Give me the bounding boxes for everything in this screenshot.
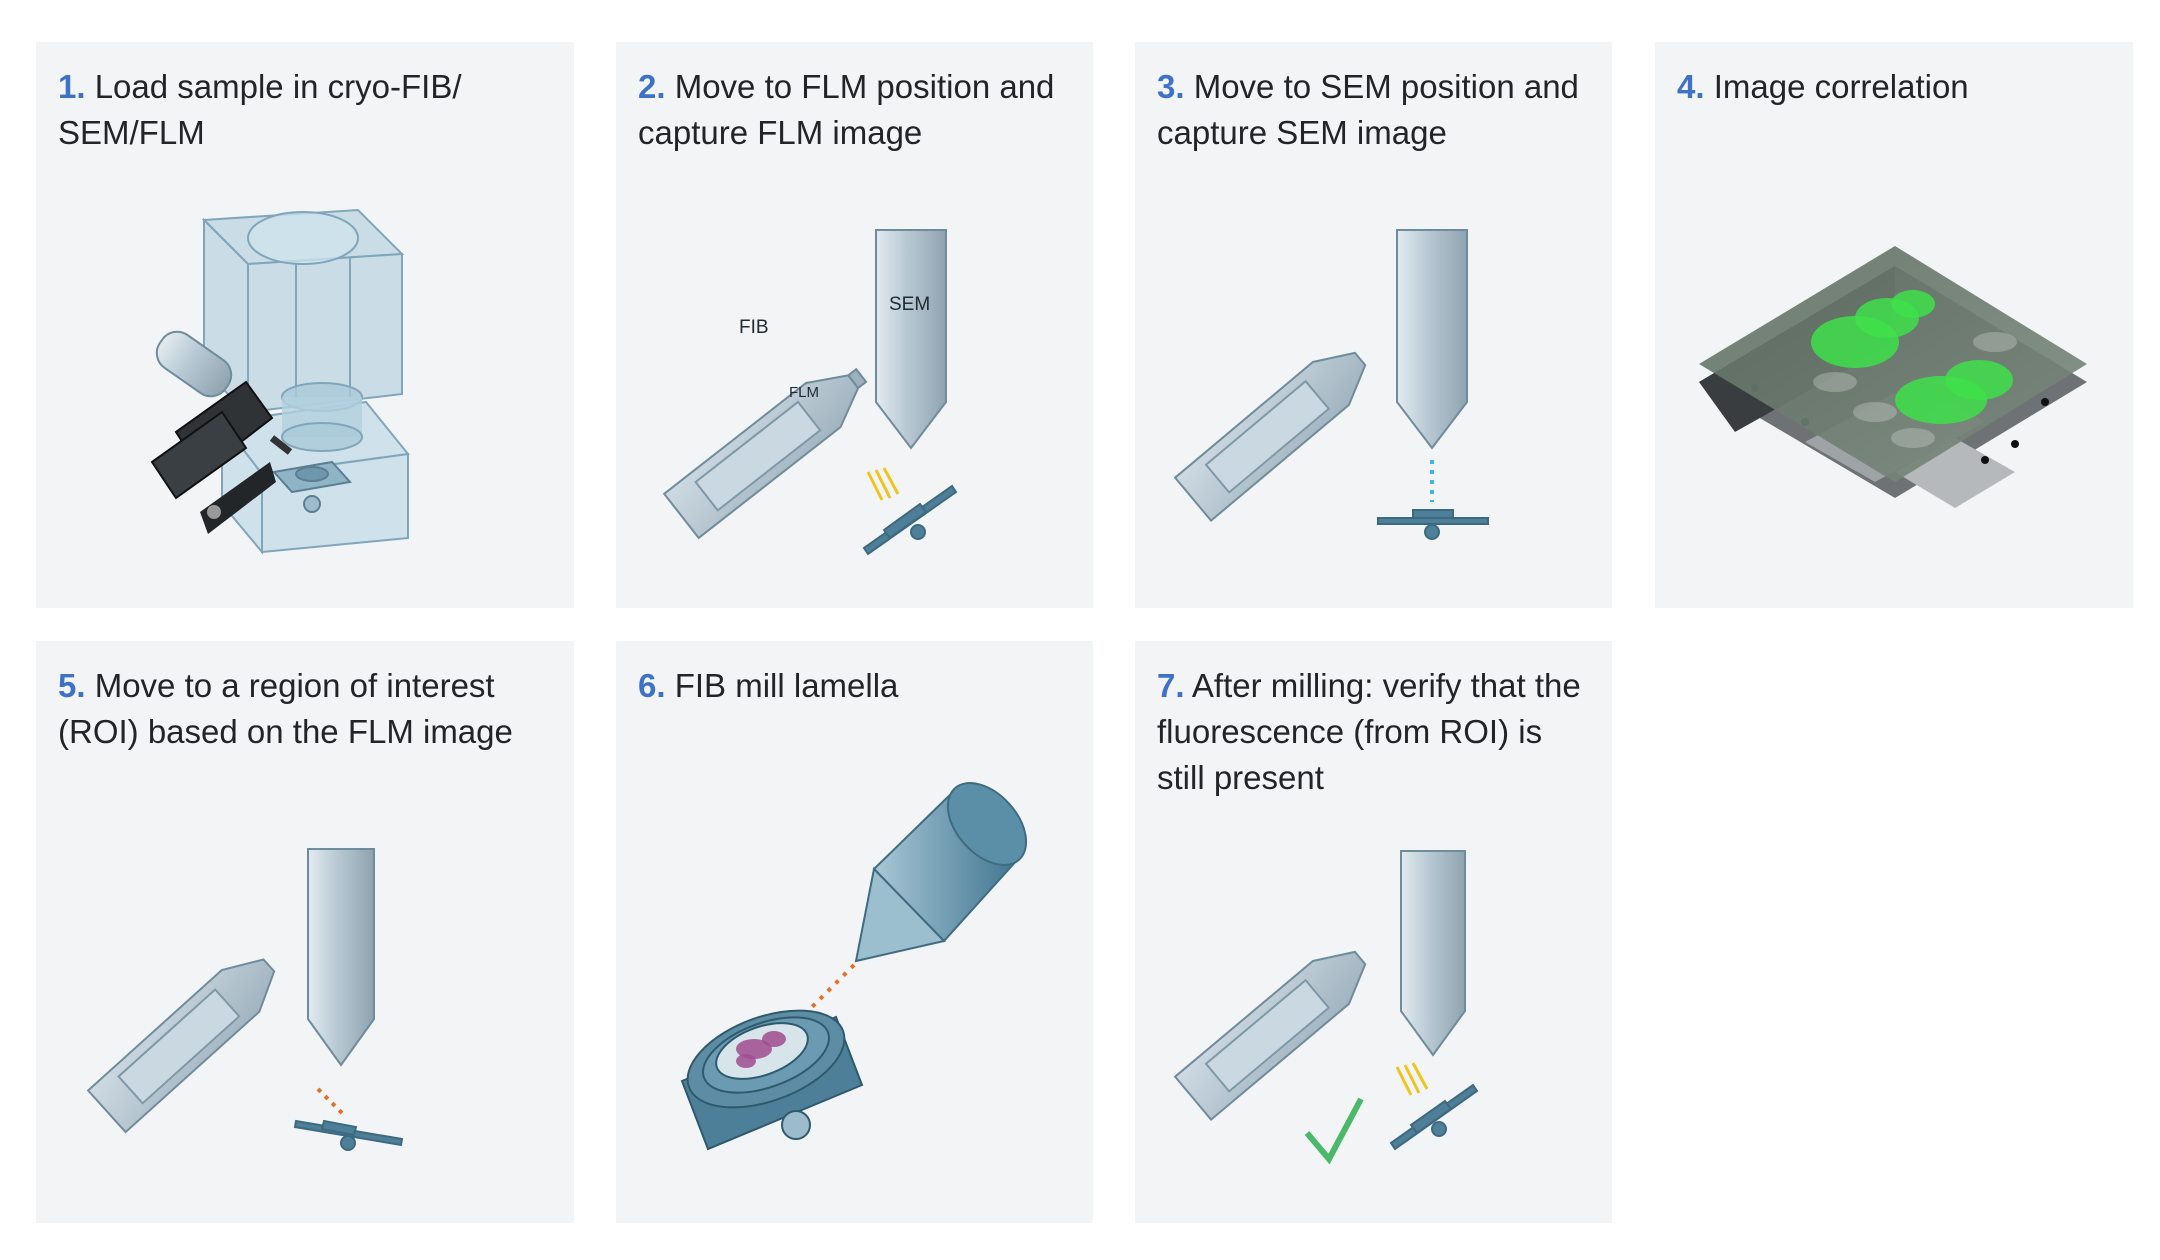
step-text: Load sample in cryo-FIB/ SEM/FLM [58, 68, 462, 151]
step-1-panel: 1. Load sample in cryo-FIB/ SEM/FLM [36, 42, 574, 608]
step-text: FIB mill lamella [674, 667, 899, 704]
step-3-panel: 3. Move to SEM position and capture SEM … [1135, 42, 1612, 608]
step-6-panel: 6. FIB mill lamella [616, 641, 1093, 1223]
verify-check-icon [1173, 850, 1479, 1165]
fib-label: FIB [739, 317, 769, 338]
step-7-panel: 7. After milling: verify that the fluore… [1135, 641, 1612, 1223]
step-4-title: 4. Image correlation [1677, 64, 2115, 110]
step-5-title: 5. Move to a region of interest (ROI) ba… [58, 663, 556, 755]
sem-label: SEM [889, 294, 930, 315]
step-text: Image correlation [1713, 68, 1969, 105]
step-number: 7. [1157, 667, 1185, 704]
fib-milling-icon [680, 782, 1028, 1151]
step-4-panel: 4. Image correlation [1655, 42, 2133, 608]
step-number: 6. [638, 667, 666, 704]
step-text: Move to FLM position and capture FLM ima… [638, 68, 1055, 151]
step-6-title: 6. FIB mill lamella [638, 663, 1075, 709]
flm-label: FLM [789, 384, 819, 401]
step-5-panel: 5. Move to a region of interest (ROI) ba… [36, 641, 574, 1223]
image-overlay-icon [1699, 246, 2087, 508]
step-number: 1. [58, 68, 86, 105]
step-2-title: 2. Move to FLM position and capture FLM … [638, 64, 1075, 156]
sem-capture-icon [1173, 229, 1489, 540]
step-number: 5. [58, 667, 86, 704]
step-7-title: 7. After milling: verify that the fluore… [1157, 663, 1594, 801]
step-2-panel: 2. Move to FLM position and capture FLM … [616, 42, 1093, 608]
roi-navigation-icon [86, 848, 404, 1151]
check-mark-icon [1304, 1097, 1364, 1165]
step-3-title: 3. Move to SEM position and capture SEM … [1157, 64, 1594, 156]
step-text: Move to a region of interest (ROI) based… [58, 667, 513, 750]
step-number: 2. [638, 68, 666, 105]
cryo-chamber-icon [150, 208, 410, 555]
step-number: 4. [1677, 68, 1705, 105]
step-1-title: 1. Load sample in cryo-FIB/ SEM/FLM [58, 64, 556, 156]
flm-capture-icon: SEM FIB FLM [662, 229, 958, 556]
step-text: After milling: verify that the fluoresce… [1157, 667, 1581, 796]
step-number: 3. [1157, 68, 1185, 105]
step-text: Move to SEM position and capture SEM ima… [1157, 68, 1579, 151]
